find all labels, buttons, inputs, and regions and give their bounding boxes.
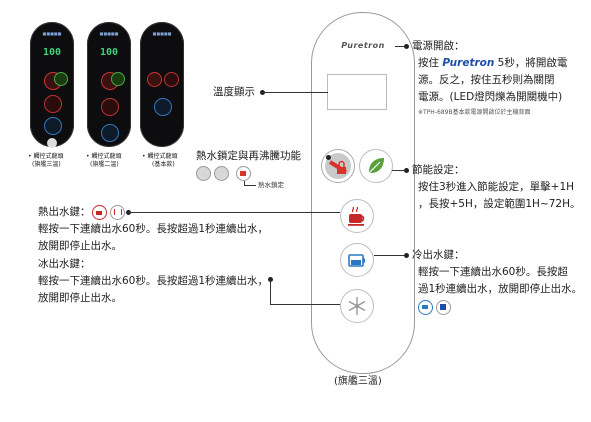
panel-brand: Puretron — [341, 41, 385, 50]
thumbnail-brand: ■■■■■ — [42, 31, 62, 36]
hot-cup-icon — [164, 72, 179, 87]
callout-dot — [404, 168, 409, 173]
thumbnail-display: 100 — [99, 47, 119, 58]
hot-line2: 放開即停止出水。 — [38, 240, 122, 252]
ice-title: 冰出水鍵： — [38, 258, 91, 270]
lock-icon — [236, 166, 251, 181]
hot-water-button[interactable] — [340, 199, 374, 233]
ice-line1: 輕按一下連續出水60秒。長按超過1秒連續出水， — [38, 275, 269, 287]
cold-cup-icon — [348, 254, 366, 267]
thumbnail-two-temp: ■■■■■ 100 — [87, 22, 131, 147]
eco-button[interactable] — [359, 149, 393, 183]
callout-line — [374, 255, 404, 256]
ice-line2: 放開即停止出水。 — [38, 292, 122, 304]
cold-icon — [44, 117, 62, 135]
lock-icon — [147, 72, 162, 87]
leaf-icon — [111, 72, 125, 86]
hot-line1: 輕按一下連續出水60秒。長按超過1秒連續出水， — [38, 223, 269, 235]
callout-line — [392, 170, 404, 171]
lock-icon — [214, 166, 229, 181]
leaf-icon — [369, 158, 384, 173]
temp-display-label: 溫度顯示 — [213, 86, 255, 98]
callout-line — [270, 304, 340, 305]
cold-line2: 過1秒連續出水，放開即停止出水。 — [418, 283, 583, 295]
thumbnail-basic: ■■■■■ — [140, 22, 184, 147]
hot-cup-icon — [101, 98, 119, 116]
ice-icon — [47, 138, 57, 148]
cold-icon — [101, 124, 119, 142]
thumbnail-display: 100 — [42, 47, 62, 58]
power-title: 電源開啟： — [412, 40, 465, 52]
cold-icon — [436, 300, 451, 315]
callout-dot — [404, 44, 409, 49]
callout-line — [244, 181, 245, 185]
cold-cup-icon — [418, 300, 433, 315]
ice-water-button[interactable] — [340, 289, 374, 323]
thumbnail-brand: ■■■■■ — [99, 31, 119, 36]
cold-title: 冷出水鍵： — [412, 249, 465, 261]
lock-button[interactable] — [321, 149, 355, 183]
lock-icon — [325, 153, 351, 179]
reboil-icon — [196, 166, 211, 181]
lock-note: 熱水鎖定 — [258, 181, 284, 189]
callout-line — [395, 46, 405, 47]
cold-water-button[interactable] — [340, 243, 374, 277]
model-caption: (旗艦三溫) — [334, 376, 382, 387]
hot-cup-icon — [44, 95, 62, 113]
callout-dot — [404, 253, 409, 258]
cold-icon — [154, 98, 172, 116]
control-panel: Puretron — [311, 12, 415, 374]
thumbnail-caption: • 觸控式龍頭(旗艦二溫) — [86, 153, 122, 168]
callout-line — [128, 212, 340, 213]
callout-line — [270, 279, 271, 304]
eco-line2: ，長按+5H，設定範圍1H~72H。 — [418, 198, 581, 210]
temperature-display — [327, 74, 387, 110]
power-note: ※TPH-689B基本款電源開啟位於主機背面 — [418, 109, 531, 116]
thumbnail-caption: • 觸控式龍頭(基本款) — [142, 153, 178, 168]
thumbnail-caption: • 觸控式龍頭(旗艦三溫) — [28, 153, 64, 168]
thumbnail-brand: ■■■■■ — [152, 31, 172, 36]
callout-line — [262, 92, 328, 93]
cold-line1: 輕按一下連續出水60秒。長按超 — [418, 266, 568, 278]
steam-icon — [110, 205, 125, 220]
eco-title: 節能設定： — [412, 164, 465, 176]
callout-dot — [326, 155, 331, 160]
snowflake-icon — [348, 297, 366, 315]
leaf-icon — [54, 72, 68, 86]
brand-text: Puretron — [442, 57, 495, 69]
power-line1: 按住 Puretron 5秒，將開啟電 — [418, 57, 568, 69]
hot-cup-icon — [92, 205, 107, 220]
lock-title: 熱水鎖定與再沸騰功能 — [196, 150, 301, 162]
callout-line — [244, 185, 256, 186]
hot-cup-icon — [348, 206, 365, 226]
eco-line1: 按住3秒進入節能設定，單擊+1H — [418, 181, 575, 193]
power-line2: 源。反之，按住五秒則為關閉 — [418, 74, 555, 86]
power-line3: 電源。(LED燈閃爍為開關機中) — [418, 91, 563, 103]
thumbnail-three-temp: ■■■■■ 100 — [30, 22, 74, 148]
hot-title: 熱出水鍵： — [38, 206, 91, 218]
